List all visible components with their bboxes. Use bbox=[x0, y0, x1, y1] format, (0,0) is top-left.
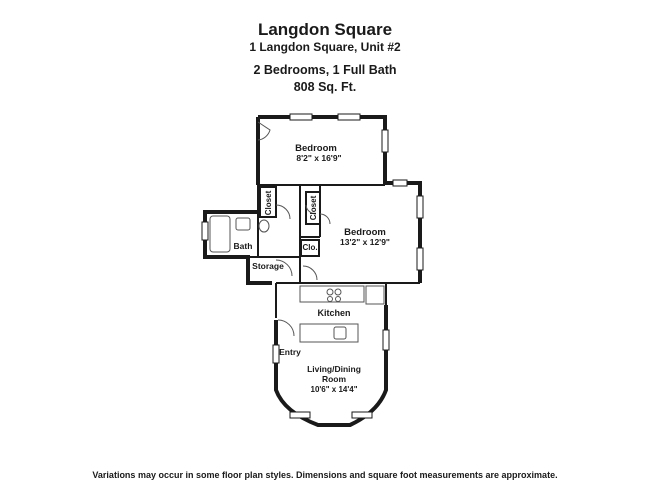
square-footage: 808 Sq. Ft. bbox=[293, 80, 357, 94]
bedroom2-label: Bedroom bbox=[344, 227, 386, 238]
plan-title: Langdon Square bbox=[257, 20, 393, 39]
plan-address: 1 Langdon Square, Unit #2 bbox=[249, 40, 401, 54]
interior-walls bbox=[248, 184, 420, 318]
living-dims: 10'6" x 14'4" bbox=[311, 385, 358, 394]
windows bbox=[201, 113, 424, 419]
living-label-line1: Living/Dining bbox=[307, 364, 361, 374]
clo-label: Clo. bbox=[302, 243, 317, 252]
bath-fixtures bbox=[209, 215, 270, 253]
bedroom1-dims: 8'2" x 16'9" bbox=[296, 153, 341, 163]
entry-label: Entry bbox=[279, 347, 301, 357]
bedroom1-label: Bedroom bbox=[295, 143, 337, 154]
closet2-label: Closet bbox=[309, 195, 318, 220]
door-swings bbox=[257, 121, 331, 337]
exterior-walls bbox=[203, 115, 422, 427]
closet1-label: Closet bbox=[264, 190, 273, 215]
bath-label: Bath bbox=[234, 241, 253, 251]
disclaimer: Variations may occur in some floor plan … bbox=[92, 470, 558, 480]
rooms-summary: 2 Bedrooms, 1 Full Bath bbox=[253, 63, 397, 77]
storage-label: Storage bbox=[252, 261, 284, 271]
bedroom2-dims: 13'2" x 12'9" bbox=[340, 237, 390, 247]
living-label-line2: Room bbox=[322, 374, 347, 384]
kitchen-fixtures bbox=[299, 285, 385, 343]
kitchen-label: Kitchen bbox=[317, 308, 350, 318]
